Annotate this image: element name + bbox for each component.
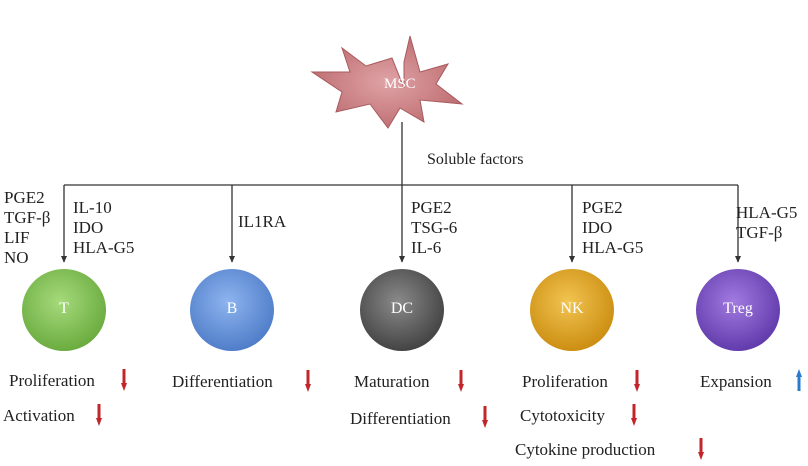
down-arrow-icon xyxy=(96,404,102,426)
factor-item: PGE2 xyxy=(582,198,623,217)
b-factors: IL1RA xyxy=(238,212,286,232)
cell-treg xyxy=(696,269,780,351)
factor-item: IDO xyxy=(73,218,104,237)
factor-item: TGF-β xyxy=(4,208,51,227)
cell-t xyxy=(22,269,106,351)
factor-item: HLA-G5 xyxy=(582,238,644,257)
down-arrow-icon xyxy=(698,438,704,460)
effect-b-differentiation: Differentiation xyxy=(172,372,273,391)
factor-item: HLA-G5 xyxy=(736,203,798,222)
factor-item: PGE2 xyxy=(411,198,452,217)
effect-nk-cytotoxicity: Cytotoxicity xyxy=(520,406,605,425)
factor-item: NO xyxy=(4,248,29,267)
t-factors: IL-10 IDO HLA-G5 xyxy=(73,198,134,258)
dc-factors: PGE2 TSG-6 IL-6 xyxy=(411,198,457,258)
cell-label-treg: Treg xyxy=(723,300,753,317)
effect-dc-differentiation: Differentiation xyxy=(350,409,451,428)
factor-item: LIF xyxy=(4,228,30,247)
treg-factors: HLA-G5 TGF-β xyxy=(736,203,797,243)
cell-nk xyxy=(530,269,614,351)
cell-b xyxy=(190,269,274,351)
cell-label-b: B xyxy=(226,300,238,317)
effect-nk-cytokine-production: Cytokine production xyxy=(515,440,656,459)
effect-dc-maturation: Maturation xyxy=(354,372,430,391)
factor-item: HLA-G5 xyxy=(73,238,135,257)
msc-label: MSC xyxy=(384,76,416,92)
t-left-factors: PGE2 TGF-β LIF NO xyxy=(4,188,50,268)
factor-item: IL-10 xyxy=(73,198,112,217)
nk-factors: PGE2 IDO HLA-G5 xyxy=(582,198,643,258)
cell-label-t: T xyxy=(59,300,69,317)
down-arrow-icon xyxy=(305,370,311,392)
effect-t-activation: Activation xyxy=(3,406,75,425)
effect-nk-proliferation: Proliferation xyxy=(522,372,608,391)
down-arrow-icon xyxy=(458,370,464,392)
down-arrow-icon xyxy=(634,370,640,392)
down-arrow-icon xyxy=(631,404,637,426)
effect-treg-expansion: Expansion xyxy=(700,372,772,391)
factor-item: IDO xyxy=(582,218,613,237)
soluble-factors-label: Soluble factors xyxy=(427,151,524,168)
factor-item: TSG-6 xyxy=(411,218,458,237)
msc-cell-shape xyxy=(310,35,464,129)
down-arrow-icon xyxy=(482,406,488,428)
cell-label-nk: NK xyxy=(560,300,584,317)
branch-arrows xyxy=(60,185,742,263)
cell-dc xyxy=(360,269,444,351)
factor-item: TGF-β xyxy=(736,223,783,242)
down-arrow-icon xyxy=(121,369,127,391)
effect-t-proliferation: Proliferation xyxy=(9,371,95,390)
cell-label-dc: DC xyxy=(390,300,414,317)
factor-item: IL1RA xyxy=(238,212,287,231)
up-arrow-icon xyxy=(796,369,802,391)
factor-item: IL-6 xyxy=(411,238,442,257)
factor-item: PGE2 xyxy=(4,188,45,207)
